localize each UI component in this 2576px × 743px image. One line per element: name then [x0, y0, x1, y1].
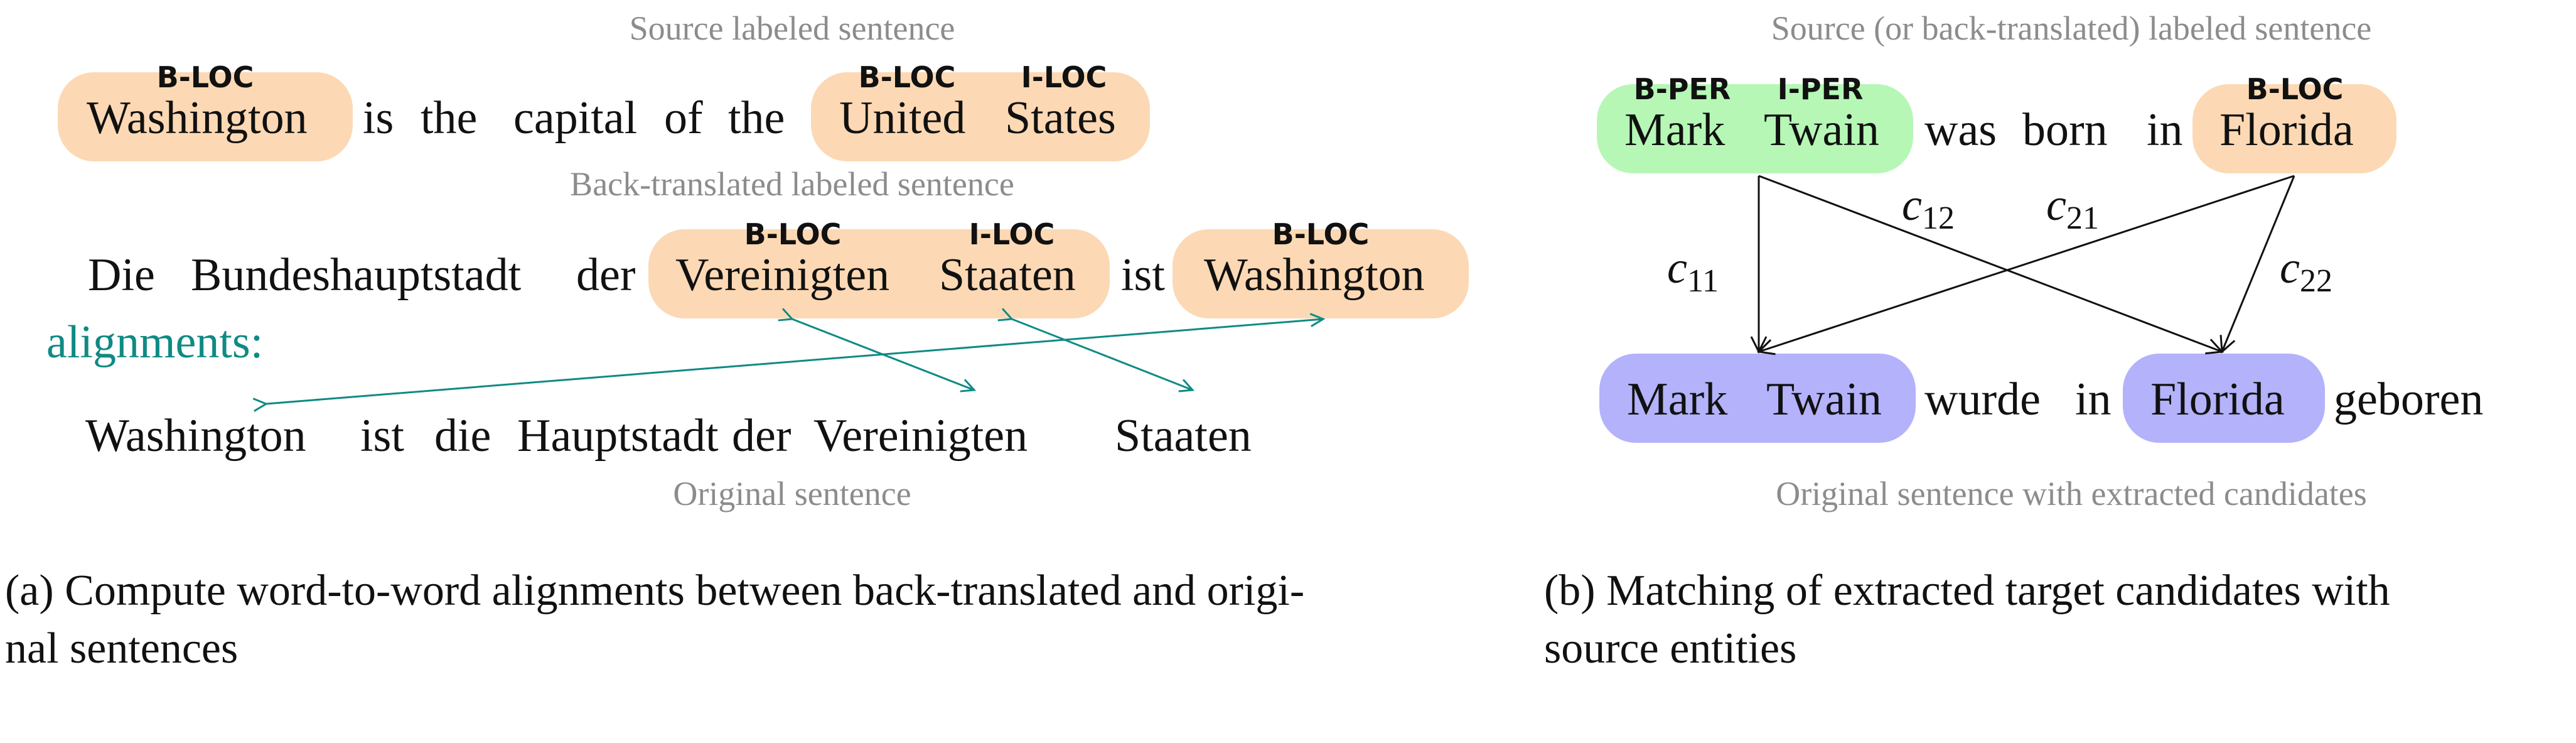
- alignments-label: alignments:: [46, 317, 264, 368]
- word: States: [1005, 92, 1116, 144]
- edge-label-letter: c: [2280, 242, 2300, 293]
- edge-label-subscript: 21: [2066, 200, 2099, 236]
- back-translated-title: Back-translated labeled sentence: [570, 165, 1014, 203]
- word: Washington: [85, 410, 306, 462]
- word: Florida: [2150, 374, 2285, 425]
- word: Vereinigten: [813, 410, 1028, 462]
- edge-label-subscript: 12: [1921, 200, 1955, 236]
- word: capital: [513, 92, 638, 144]
- original-title: Original sentence: [673, 475, 911, 513]
- word: the: [421, 92, 478, 144]
- word: the: [728, 92, 785, 144]
- word: ist: [1121, 249, 1165, 301]
- match-edge-c22: [2219, 175, 2295, 354]
- tag-b-loc: B-LOC: [156, 60, 254, 94]
- candidate-pill-mark-twain: [1599, 354, 1916, 443]
- entity-pill-washington: [58, 72, 353, 161]
- tag-b-loc: B-LOC: [858, 60, 956, 94]
- edge-label-subscript: 11: [1687, 263, 1719, 299]
- word: is: [363, 92, 394, 144]
- word: in: [2075, 374, 2112, 425]
- match-edge-c21: [1756, 175, 2295, 355]
- tag-i-loc: I-LOC: [1021, 60, 1107, 94]
- candidate-pill-florida: [2123, 354, 2325, 443]
- edge-label-letter: c: [1667, 242, 1687, 293]
- word: Washington: [1204, 249, 1425, 301]
- word: in: [2147, 104, 2183, 156]
- word: Staaten: [939, 249, 1076, 301]
- word: der: [732, 410, 792, 462]
- word: Hauptstadt: [517, 410, 719, 462]
- alignment-arrow-vereinigten: [778, 308, 977, 393]
- word: United: [839, 92, 966, 144]
- edge-label-c22: c22: [2280, 242, 2332, 300]
- caption-line: (b) Matching of extracted target candida…: [1544, 567, 2390, 615]
- edge-label-subscript: 22: [2299, 263, 2332, 299]
- entity-pill-united-states: [811, 72, 1150, 161]
- word: Die: [88, 249, 155, 301]
- word: geboren: [2334, 374, 2484, 425]
- tag-i-per: I-PER: [1777, 72, 1864, 106]
- word: ist: [360, 410, 404, 462]
- original-title: Original sentence with extracted candida…: [1776, 475, 2367, 513]
- edge-label-letter: c: [2046, 180, 2066, 230]
- figure-caption-b: (b) Matching of extracted target candida…: [1544, 562, 2390, 678]
- source-title: Source labeled sentence: [629, 9, 955, 47]
- edge-label-c21: c21: [2046, 179, 2099, 237]
- source-title: Source (or back-translated) labeled sent…: [1771, 9, 2372, 47]
- word: Washington: [87, 92, 308, 144]
- word: wurde: [1924, 374, 2041, 425]
- word: Twain: [1764, 104, 1879, 156]
- word: Twain: [1766, 374, 1882, 425]
- entity-pill-mark-twain: [1597, 84, 1913, 173]
- tag-b-loc: B-LOC: [2246, 72, 2344, 106]
- tag-b-loc: B-LOC: [744, 217, 842, 251]
- caption-line: source entities: [1544, 624, 1797, 673]
- word: die: [434, 410, 491, 462]
- word: Mark: [1627, 374, 1728, 425]
- caption-line: (a) Compute word-to-word alignments betw…: [5, 567, 1305, 615]
- word: Mark: [1624, 104, 1725, 156]
- tag-i-loc: I-LOC: [969, 217, 1055, 251]
- tag-b-per: B-PER: [1633, 72, 1731, 106]
- word: der: [576, 249, 636, 301]
- alignment-arrow-washington: [252, 313, 1326, 412]
- edge-label-letter: c: [1902, 180, 1922, 230]
- tag-b-loc: B-LOC: [1272, 217, 1370, 251]
- entity-pill-vereinigten-staaten: [648, 229, 1110, 318]
- alignment-arrow-staaten: [997, 308, 1195, 393]
- edge-label-c11: c11: [1667, 242, 1719, 300]
- word: Florida: [2219, 104, 2354, 156]
- caption-line: nal sentences: [5, 624, 239, 673]
- match-edge-c12: [1758, 175, 2224, 355]
- entity-pill-washington: [1173, 229, 1469, 318]
- word: Vereinigten: [675, 249, 890, 301]
- edge-label-c12: c12: [1902, 179, 1955, 237]
- figure-caption-a: (a) Compute word-to-word alignments betw…: [5, 562, 1304, 678]
- word: of: [664, 92, 703, 144]
- word: was: [1924, 104, 1997, 156]
- word: Bundeshauptstadt: [191, 249, 522, 301]
- word: Staaten: [1115, 410, 1252, 462]
- entity-pill-florida: [2192, 84, 2396, 173]
- word: born: [2022, 104, 2108, 156]
